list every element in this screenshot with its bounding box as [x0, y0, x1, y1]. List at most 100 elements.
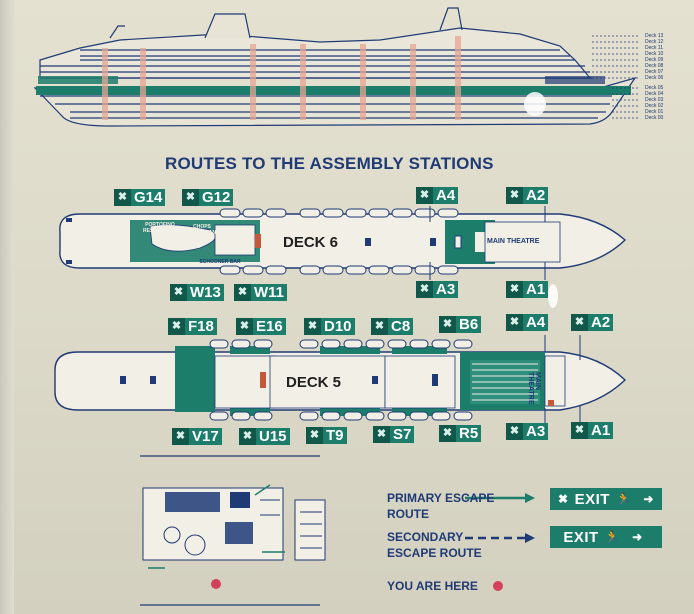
muster-icon: ✖	[306, 427, 323, 444]
deck5-label: DECK 5	[286, 374, 342, 391]
station-tag-a3-deck5: ✖A3	[506, 423, 549, 440]
muster-icon: ✖	[182, 189, 199, 206]
sign-title: ROUTES TO THE ASSEMBLY STATIONS	[165, 154, 494, 173]
you-are-here-label: YOU ARE HERE	[387, 579, 478, 593]
station-tag-a2: ✖A2	[506, 187, 549, 204]
deck-number: Deck 03	[645, 97, 664, 103]
muster-icon: ✖	[558, 492, 569, 506]
schooner-bar-label: SCHOONER BAR	[199, 259, 241, 265]
muster-icon: ✖	[114, 189, 131, 206]
muster-icon: ✖	[172, 428, 189, 445]
station-label: A1	[591, 422, 611, 439]
station-tag-a4: ✖A4	[416, 187, 459, 204]
station-tag-u15: ✖U15	[239, 428, 290, 445]
secondary-route-label: SECONDARY ESCAPE ROUTE	[387, 530, 482, 560]
muster-icon: ✖	[304, 318, 321, 335]
station-label: A3	[436, 281, 456, 298]
station-tag-e16: ✖E16	[236, 318, 286, 335]
deck-number: Deck 13	[645, 33, 664, 39]
deck-number: Deck 11	[645, 45, 663, 51]
station-label: A2	[526, 187, 546, 204]
running-man-icon: 🏃	[604, 530, 621, 544]
station-tag-s7: ✖S7	[373, 426, 415, 443]
station-tag-a1: ✖A1	[506, 281, 549, 298]
station-tag-w11: ✖W11	[234, 284, 288, 301]
station-label: V17	[192, 428, 219, 445]
secondary-exit-sign: EXIT 🏃 ➜	[550, 526, 662, 548]
station-tag-b6: ✖B6	[439, 316, 482, 333]
exit-label: EXIT	[574, 490, 610, 508]
station-tag-c8: ✖C8	[371, 318, 414, 335]
station-tag-a1-deck5: ✖A1	[571, 422, 614, 439]
muster-icon: ✖	[439, 316, 456, 333]
chops-label: CHOPS RESTAURANT	[184, 224, 220, 236]
muster-icon: ✖	[506, 423, 523, 440]
running-man-icon: 🏃	[615, 492, 632, 506]
station-tag-v17: ✖V17	[172, 428, 222, 445]
station-label: T9	[326, 427, 344, 444]
you-are-here-dot	[493, 581, 503, 591]
deck-number: Deck 01	[645, 109, 664, 115]
muster-icon: ✖	[373, 426, 390, 443]
muster-icon: ✖	[239, 428, 256, 445]
primary-route-label: PRIMARY ESCAPE ROUTE	[387, 491, 495, 521]
station-label: F18	[188, 318, 214, 335]
station-label: R5	[459, 425, 479, 442]
deck-number: Deck 06	[645, 75, 664, 81]
muster-icon: ✖	[236, 318, 253, 335]
exit-label: EXIT	[563, 528, 599, 546]
station-label: G12	[202, 189, 231, 206]
deck-number: Deck 04	[645, 91, 664, 97]
muster-icon: ✖	[571, 314, 588, 331]
station-label: W11	[254, 284, 285, 301]
station-tag-d10: ✖D10	[304, 318, 355, 335]
muster-icon: ✖	[168, 318, 185, 335]
main-theatre-label: MAIN THEATRE	[527, 372, 541, 405]
deck-number: Deck 02	[645, 103, 664, 109]
station-label: U15	[259, 428, 287, 445]
sign-frame	[0, 0, 14, 614]
station-label: E16	[256, 318, 283, 335]
station-tag-g14: ✖G14	[114, 189, 166, 206]
deck-number: Deck 05	[645, 85, 664, 91]
main-theatre-label: MAIN THEATRE	[487, 238, 540, 245]
station-label: A3	[526, 423, 546, 440]
muster-icon: ✖	[371, 318, 388, 335]
deck-number: Deck 08	[645, 63, 664, 69]
station-label: A4	[526, 314, 546, 331]
primary-exit-sign: ✖ EXIT 🏃 ➜	[550, 488, 662, 510]
deck6-label: DECK 6	[283, 234, 339, 251]
station-label: A4	[436, 187, 456, 204]
deck-number: Deck 00	[645, 115, 664, 121]
muster-icon: ✖	[234, 284, 251, 301]
station-label: A1	[526, 281, 546, 298]
station-tag-r5: ✖R5	[439, 425, 482, 442]
muster-icon: ✖	[506, 187, 523, 204]
station-label: A2	[591, 314, 611, 331]
station-tag-a2-deck5: ✖A2	[571, 314, 614, 331]
station-tag-t9: ✖T9	[306, 427, 347, 444]
muster-icon: ✖	[416, 281, 433, 298]
station-tag-f18: ✖F18	[168, 318, 217, 335]
muster-icon: ✖	[571, 422, 588, 439]
station-label: S7	[393, 426, 412, 443]
portofino-label: PORTOFINO RESTAURANT	[142, 222, 178, 234]
station-label: C8	[391, 318, 411, 335]
station-label: B6	[459, 316, 479, 333]
deck-number: Deck 09	[645, 57, 664, 63]
muster-icon: ✖	[416, 187, 433, 204]
station-label: D10	[324, 318, 352, 335]
deck-number: Deck 10	[645, 51, 664, 57]
arrow-right-icon: ➜	[632, 530, 643, 544]
station-tag-a3: ✖A3	[416, 281, 459, 298]
muster-icon: ✖	[506, 314, 523, 331]
muster-icon: ✖	[506, 281, 523, 298]
deck-number: Deck 07	[645, 69, 664, 75]
station-label: G14	[134, 189, 163, 206]
deck-number: Deck 12	[645, 39, 664, 45]
station-tag-w13: ✖W13	[170, 284, 224, 301]
station-tag-g12: ✖G12	[182, 189, 234, 206]
arrow-right-icon: ➜	[643, 492, 654, 506]
